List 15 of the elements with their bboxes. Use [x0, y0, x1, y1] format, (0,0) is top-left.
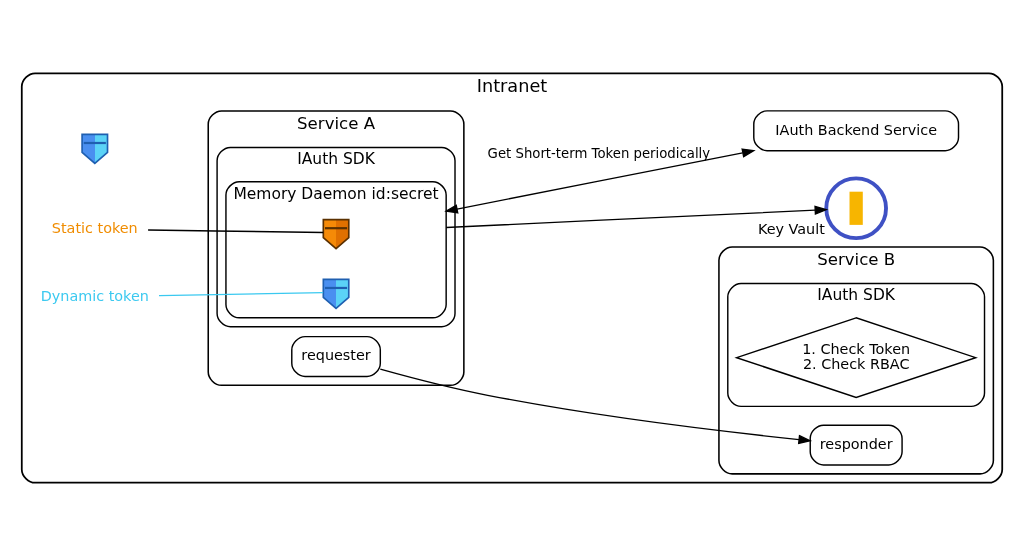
- node-label: Key Vault: [757, 221, 825, 238]
- cluster: Memory Daemon id:secret: [225, 181, 447, 319]
- node-text: Static token: [51, 220, 138, 237]
- connector: [158, 291, 324, 297]
- node-circle: [824, 176, 888, 241]
- node-box: requester: [291, 335, 382, 378]
- node-text: Dynamic token: [40, 287, 149, 304]
- node-diamond: 1. Check Token 2. Check RBAC: [734, 317, 978, 399]
- arrow: [379, 368, 813, 445]
- connector: [147, 229, 324, 234]
- node-box: responder: [809, 424, 903, 466]
- arrow: [445, 205, 829, 229]
- arrow: [444, 148, 756, 214]
- node-box: IAuth Backend Service: [753, 110, 960, 152]
- edge-label: Get Short-term Token periodically: [487, 146, 711, 162]
